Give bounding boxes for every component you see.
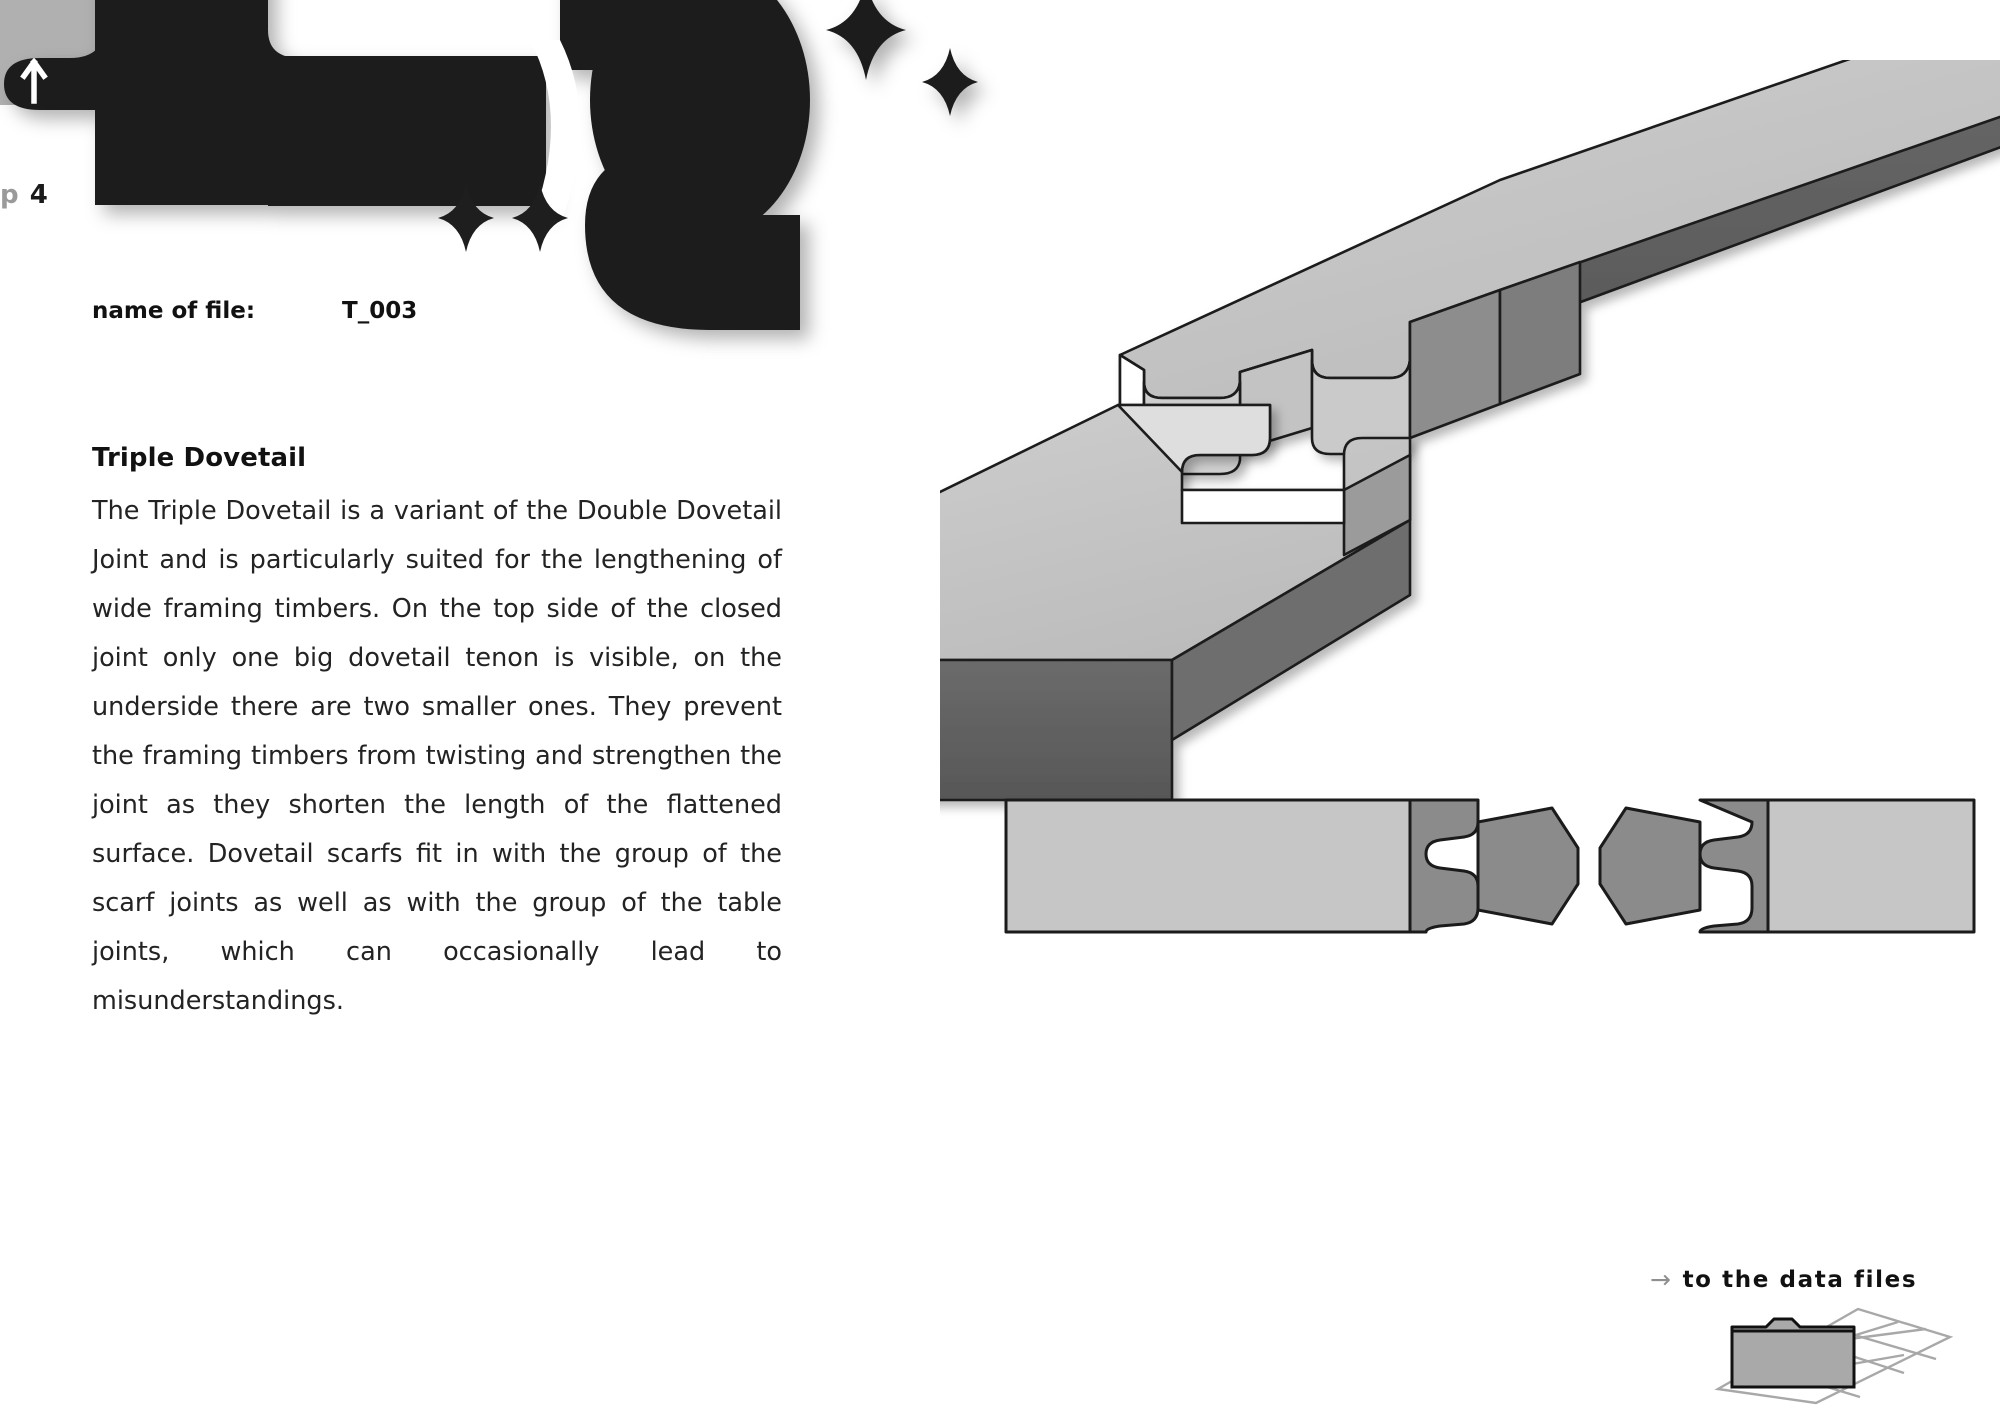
page-number-prefix: p bbox=[0, 180, 20, 210]
sparkle-icons bbox=[438, 0, 978, 252]
data-files-label: to the data files bbox=[1682, 1266, 1918, 1293]
right-arrow-icon: → bbox=[1650, 1265, 1673, 1294]
file-name-value: T_003 bbox=[342, 298, 418, 324]
page-number: p 4 bbox=[0, 180, 49, 210]
masthead-grey-block bbox=[0, 0, 120, 105]
masthead-black-glyph bbox=[4, 0, 810, 330]
file-name-label: name of file: bbox=[92, 298, 256, 324]
up-arrow-icon bbox=[20, 58, 48, 104]
folder-shape bbox=[1730, 1317, 1856, 1389]
page-number-value: 4 bbox=[29, 180, 49, 210]
folder-icon[interactable] bbox=[1708, 1307, 1958, 1407]
dovetail-plan-view bbox=[1004, 798, 1976, 934]
lower-timber-isometric bbox=[940, 403, 1412, 802]
article-title: Triple Dovetail bbox=[92, 443, 307, 473]
article-body: The Triple Dovetail is a variant of the … bbox=[92, 496, 782, 1016]
article: Triple Dovetail The Triple Dovetail is a… bbox=[92, 443, 782, 1026]
upper-timber-isometric bbox=[1118, 60, 2000, 476]
file-name-line: name of file: T_003 bbox=[92, 298, 417, 324]
data-files-label-row[interactable]: → to the data files bbox=[1650, 1265, 1917, 1294]
joint-drawings bbox=[940, 60, 2000, 1140]
data-files-link[interactable]: → to the data files bbox=[1630, 1265, 1970, 1405]
